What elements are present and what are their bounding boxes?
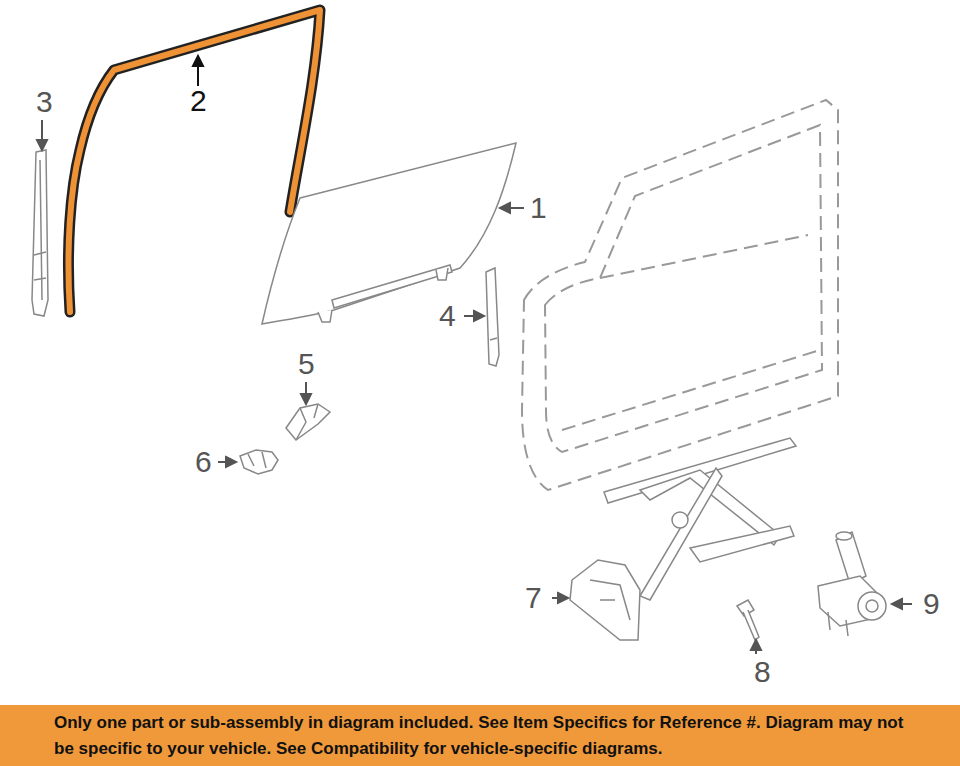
door-outline-part	[562, 235, 820, 430]
leader-lines-part	[892, 599, 902, 609]
leader-lines-part	[193, 56, 203, 66]
door-glass-part	[318, 268, 448, 322]
door-glass-part	[332, 265, 452, 308]
regulator-motor-part	[836, 532, 852, 540]
callout-number: 2	[190, 86, 207, 116]
rear-channel-strip	[32, 150, 48, 316]
notice-band: Only one part or sub-assembly in diagram…	[0, 705, 960, 766]
leader-lines-part	[301, 394, 311, 404]
front-channel-strip-part	[490, 338, 497, 340]
front-channel-strip-part	[486, 268, 499, 366]
callout-number: 1	[530, 193, 547, 223]
callout-number: 4	[439, 301, 456, 331]
glass-clip	[240, 450, 278, 474]
bolt	[737, 600, 759, 640]
callout-number: 9	[923, 589, 940, 619]
regulator-motor	[818, 532, 886, 636]
regulator-motor-part	[866, 600, 878, 612]
door-glass	[262, 143, 516, 324]
callout-number: 6	[195, 447, 212, 477]
glass-clip-part	[248, 452, 266, 468]
door-outline	[522, 100, 838, 490]
callout-number: 3	[36, 87, 53, 117]
callout-number: 8	[754, 657, 771, 687]
leader-lines-part	[474, 311, 484, 321]
callout-number: 5	[298, 349, 315, 379]
glass-holder	[286, 404, 330, 440]
window-regulator	[570, 438, 796, 640]
door-glass-part	[262, 143, 516, 324]
rear-channel-strip-part	[34, 252, 46, 280]
regulator-motor-part	[858, 592, 886, 620]
notice-text: Only one part or sub-assembly in diagram…	[54, 710, 920, 762]
leader-lines-part	[558, 593, 568, 603]
window-regulator-part	[690, 526, 794, 562]
bolt-part	[743, 610, 759, 640]
leader-lines	[37, 56, 912, 654]
door-outline-part	[522, 100, 838, 490]
window-regulator-part	[640, 468, 722, 600]
window-regulator-part	[590, 580, 630, 620]
window-regulator-part	[570, 560, 640, 640]
leader-lines-part	[751, 640, 761, 650]
regulator-motor-part	[836, 532, 866, 584]
callout-number: 7	[525, 583, 542, 613]
regulator-motor-part	[828, 612, 848, 636]
leader-lines-part	[37, 140, 47, 150]
glass-holder-part	[286, 404, 330, 440]
glass-holder-part	[296, 404, 318, 440]
rear-channel-strip-part	[32, 150, 48, 316]
glass-clip-part	[240, 450, 278, 474]
front-channel-strip	[486, 268, 499, 366]
leader-lines-part	[500, 203, 510, 213]
leader-lines-part	[226, 457, 236, 467]
window-regulator-part	[672, 512, 688, 528]
door-outline-part	[545, 125, 822, 452]
